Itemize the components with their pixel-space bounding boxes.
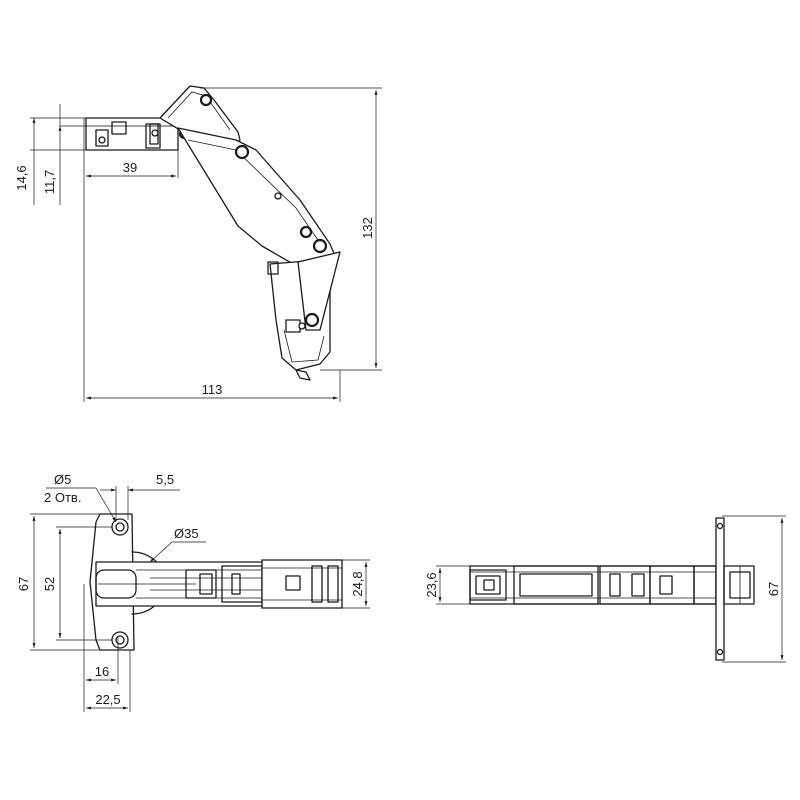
hinge-plan-view [89, 513, 343, 651]
dim-52-label: 52 [42, 577, 57, 591]
dim-11-7-label: 11,7 [42, 170, 57, 194]
hinge-front-view [469, 517, 755, 661]
cup-diameter-label: Ø35 [174, 526, 199, 541]
dim-23-6-label: 23,6 [424, 572, 439, 597]
dim-22-5-label: 22,5 [95, 692, 120, 707]
top-view-dimensions [30, 87, 382, 402]
front-view-dimensions [436, 515, 786, 663]
hole-diameter-label: Ø5 [54, 472, 71, 487]
dim-67-left-label: 67 [16, 577, 31, 591]
dim-24-8-label: 24,8 [350, 571, 365, 596]
hinge-side-view [85, 85, 341, 381]
plan-view-dimensions [30, 486, 370, 712]
dim-67-right-label: 67 [766, 582, 781, 596]
dim-16-label: 16 [95, 664, 109, 679]
dim-39-label: 39 [123, 160, 137, 175]
hole-count-label: 2 Отв. [44, 490, 81, 505]
dim-113-label: 113 [202, 382, 223, 397]
dim-132-label: 132 [360, 217, 375, 239]
dim-5-5-label: 5,5 [156, 472, 174, 487]
dim-14-6-label: 14,6 [14, 165, 29, 190]
